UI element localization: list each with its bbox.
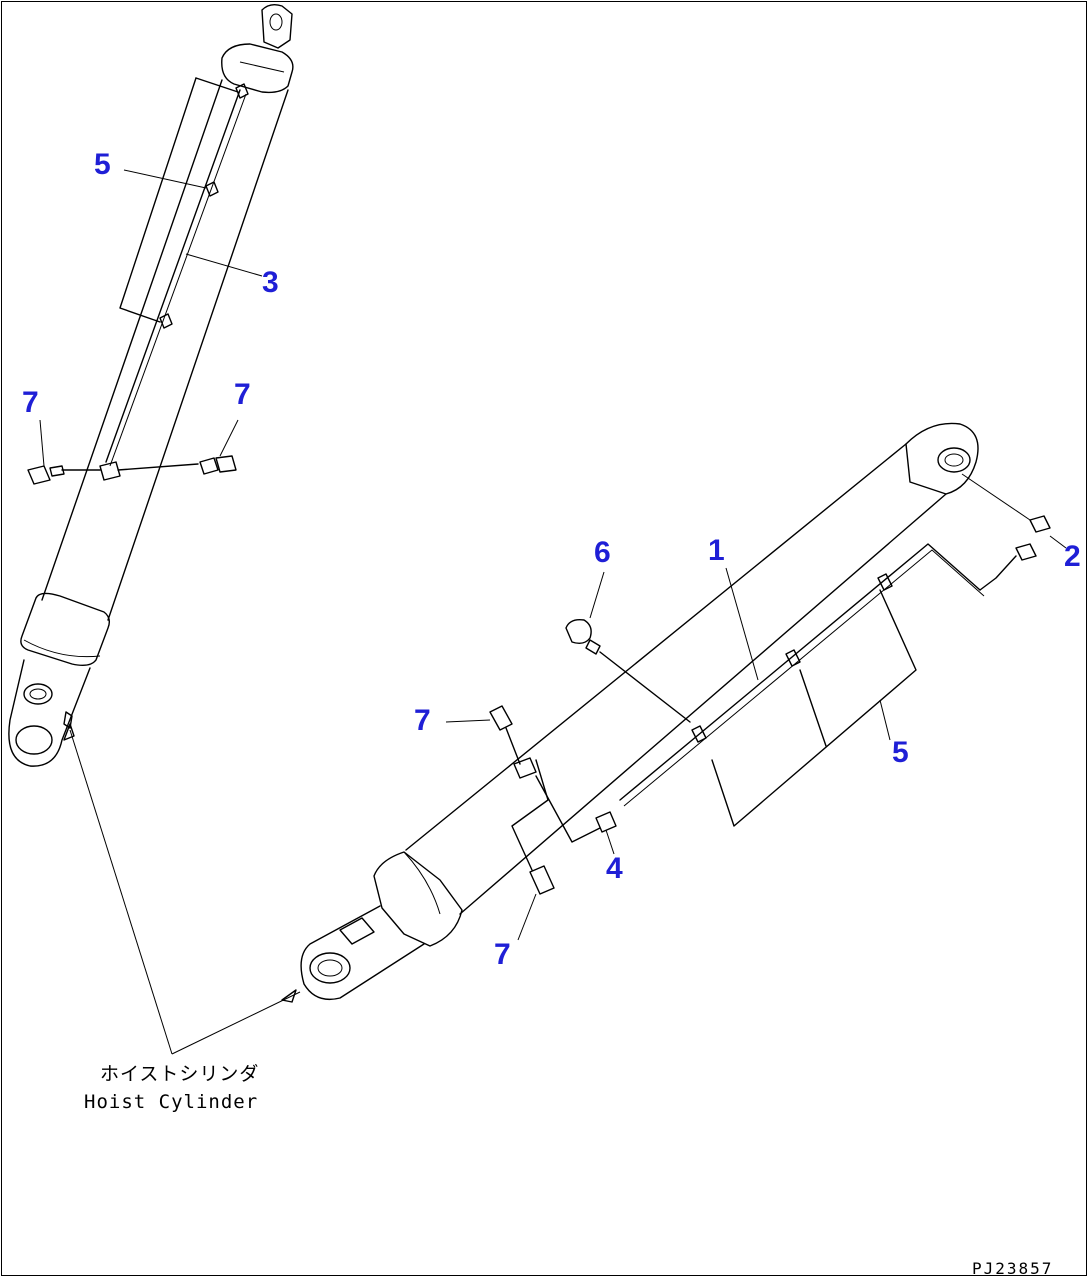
callout-5-lower: 5 [892, 736, 909, 769]
callout-7-right-a: 7 [414, 704, 431, 737]
callout-labels: 5 3 7 7 6 1 2 7 5 4 7 [22, 148, 1081, 971]
callout-4: 4 [606, 852, 623, 885]
drawing-code: PJ23857 [972, 1259, 1053, 1278]
callout-5-upper: 5 [94, 148, 111, 181]
hoist-cylinder-label-en: Hoist Cylinder [84, 1091, 258, 1113]
right-hoist-cylinder [300, 422, 1051, 1001]
callout-7-left-a: 7 [22, 386, 39, 419]
callout-7-left-b: 7 [234, 378, 251, 411]
callout-6: 6 [594, 536, 611, 569]
hoist-cylinder-label-jp: ホイストシリンダ [100, 1063, 259, 1085]
callout-1: 1 [708, 534, 725, 567]
callout-3: 3 [262, 266, 279, 299]
left-hoist-cylinder [8, 3, 294, 767]
callout-2: 2 [1064, 540, 1081, 573]
leader-lines [39, 169, 1067, 1055]
callout-7-right-b: 7 [494, 938, 511, 971]
